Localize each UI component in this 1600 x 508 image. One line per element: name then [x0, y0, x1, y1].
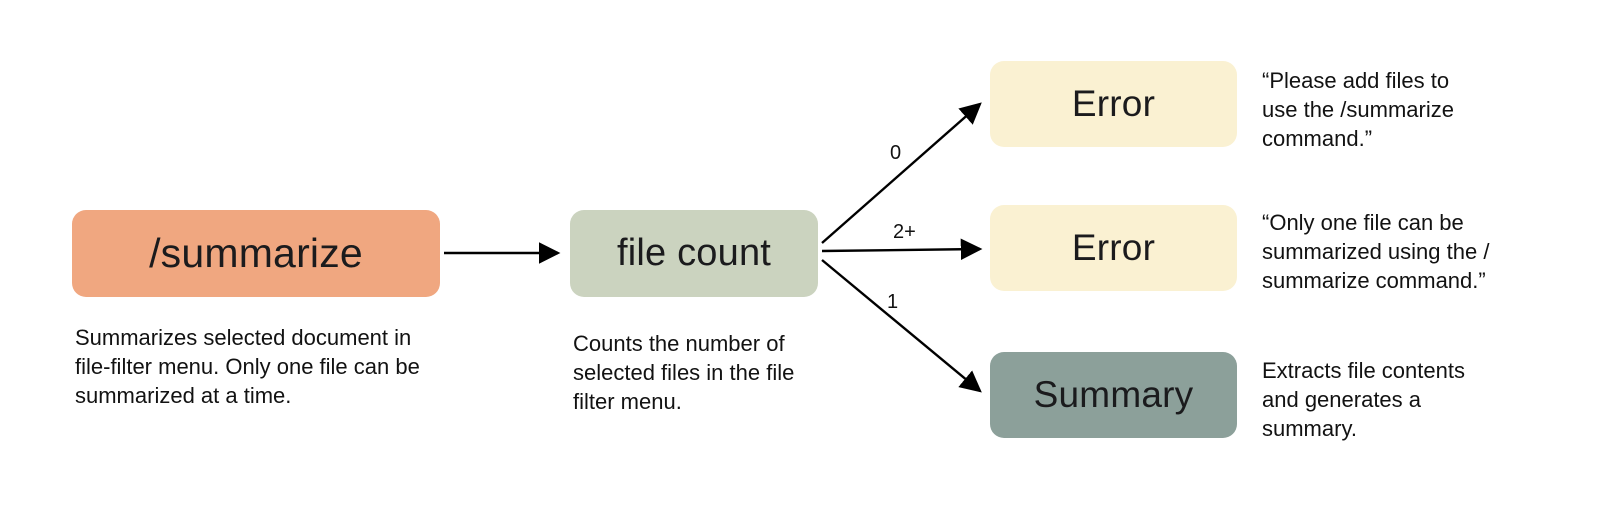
edge-label-two-plus: 2+: [893, 221, 916, 243]
edge-label-one: 1: [887, 291, 899, 313]
node-summary: Summary: [990, 352, 1237, 438]
caption-file-count: Counts the number of selected files in t…: [573, 331, 795, 415]
node-error-zero-files: Error: [990, 61, 1237, 147]
edge-label-zero: 0: [890, 142, 902, 164]
node-error-many-files-label: Error: [1071, 227, 1156, 268]
caption-summarize: Summarizes selected document in file-fil…: [75, 325, 420, 409]
node-summarize: /summarize: [72, 210, 440, 297]
edge-filecount-error-many: [821, 238, 983, 261]
node-error-zero-files-label: Error: [1071, 83, 1156, 124]
caption-summary: Extracts file contents and generates a s…: [1262, 358, 1465, 442]
caption-error-many-files: “Only one file can be summarized using t…: [1262, 210, 1490, 294]
node-summary-label: Summary: [1033, 374, 1194, 415]
node-file-count-label: file count: [616, 232, 772, 274]
edge-filecount-summary: [821, 259, 982, 393]
node-summarize-label: /summarize: [149, 230, 363, 276]
node-file-count: file count: [570, 210, 818, 297]
caption-error-zero-files: “Please add files to use the /summarize …: [1262, 68, 1454, 152]
node-error-many-files: Error: [990, 205, 1237, 291]
